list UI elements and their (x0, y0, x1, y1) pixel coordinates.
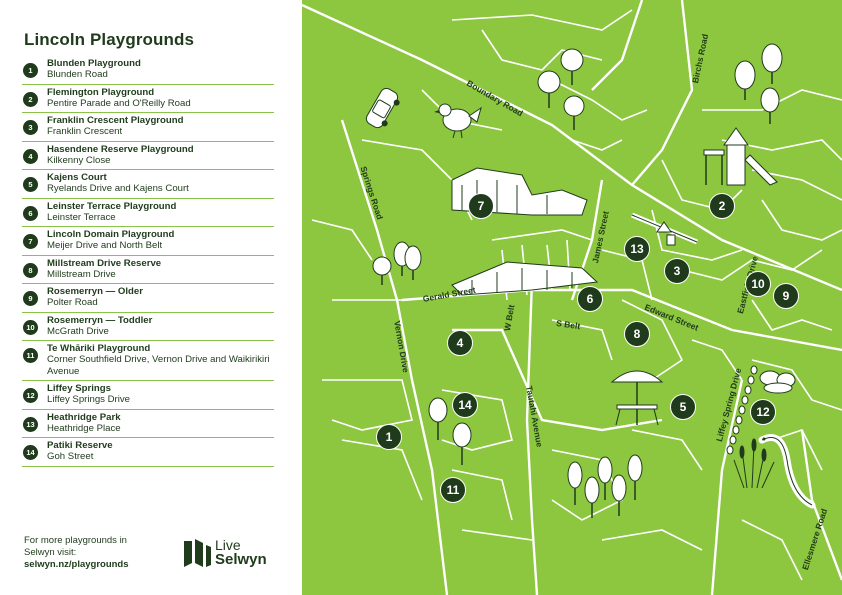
seesaw-icon (631, 212, 698, 246)
playground-name: Flemington Playground (47, 86, 155, 98)
playground-name: Liffey Springs (47, 383, 111, 394)
list-item[interactable]: 11 Te Whāriki Playground Corner Southfie… (22, 341, 274, 381)
playground-name: Rosemerryn — Older (47, 286, 143, 297)
playground-address: Millstream Drive (47, 268, 116, 280)
logo-mark-icon (184, 539, 211, 567)
list-item[interactable]: 8 Millstream Drive Reserve Millstream Dr… (22, 256, 274, 284)
map-marker-2[interactable]: 2 (709, 193, 735, 219)
map-marker-1[interactable]: 1 (376, 424, 402, 450)
list-item[interactable]: 9 Rosemerryn — Older Polter Road (22, 284, 274, 313)
playground-address: Corner Southfield Drive, Vernon Drive an… (47, 354, 270, 377)
list-item[interactable]: 2 Flemington Playground Pentire Parade a… (22, 85, 274, 113)
list-item[interactable]: 10 Rosemerryn — Toddler McGrath Drive (22, 313, 274, 341)
playground-address: Liffey Springs Drive (47, 394, 131, 405)
tree-icon (372, 43, 783, 518)
map-marker-8[interactable]: 8 (624, 321, 650, 347)
logo-text-selwyn: Selwyn (215, 551, 267, 568)
map-marker-14[interactable]: 14 (452, 392, 478, 418)
playground-name: Leinster Terrace Playground (47, 200, 177, 212)
location-pin-icon: 14 (23, 445, 38, 460)
list-item[interactable]: 5 Kajens Court Ryelands Drive and Kajens… (22, 170, 274, 199)
list-item[interactable]: 4 Hasendene Reserve Playground Kilkenny … (22, 142, 274, 170)
map-marker-6[interactable]: 6 (577, 286, 603, 312)
car-icon (365, 87, 400, 129)
location-pin-icon: 8 (23, 262, 38, 278)
playground-address: Meijer Drive and North Belt (47, 240, 163, 251)
location-pin-icon: 9 (23, 291, 38, 306)
playground-name: Millstream Drive Reserve (47, 257, 162, 269)
stepping-stones-icon (726, 365, 758, 455)
slide-icon (703, 127, 778, 186)
picnic-table-icon (610, 370, 664, 426)
location-pin-icon: 4 (23, 148, 38, 164)
playground-address: Polter Road (47, 297, 98, 308)
street-network (302, 0, 842, 595)
playground-list: 1 Blunden Playground Blunden Road 2 Flem… (22, 56, 274, 467)
more-info-line1: For more playgrounds in (24, 535, 127, 546)
playground-name: Patiki Reserve (47, 440, 113, 451)
map-marker-4[interactable]: 4 (447, 330, 473, 356)
more-info-link[interactable]: selwyn.nz/playgrounds (24, 559, 129, 570)
list-item[interactable]: 12 Liffey Springs Liffey Springs Drive (22, 381, 274, 410)
playground-address: Leinster Terrace (47, 211, 116, 223)
list-item[interactable]: 14 Patiki Reserve Goh Street (22, 438, 274, 467)
playground-name: Lincoln Domain Playground (47, 229, 175, 240)
map-marker-12[interactable]: 12 (750, 399, 776, 425)
list-item[interactable]: 13 Heathridge Park Heathridge Place (22, 410, 274, 438)
location-pin-icon: 1 (23, 63, 38, 78)
location-pin-icon: 12 (23, 388, 38, 403)
playground-name: Hasendene Reserve Playground (47, 143, 194, 155)
more-info: For more playgrounds in Selwyn visit: se… (24, 535, 154, 571)
list-item[interactable]: 7 Lincoln Domain Playground Meijer Drive… (22, 227, 274, 256)
playground-address: Franklin Crescent (47, 126, 123, 137)
playground-address: McGrath Drive (47, 325, 109, 337)
legend-panel: Lincoln Playgrounds 1 Blunden Playground… (0, 0, 302, 595)
playground-address: Blunden Road (47, 69, 108, 80)
playground-name: Heathridge Park (47, 411, 121, 423)
location-pin-icon: 7 (23, 234, 38, 249)
list-item[interactable]: 6 Leinster Terrace Playground Leinster T… (22, 199, 274, 227)
playground-address: Heathridge Place (47, 422, 121, 434)
eel-icon (758, 434, 816, 509)
map-marker-3[interactable]: 3 (664, 258, 690, 284)
live-selwyn-logo: Live Selwyn (182, 537, 282, 571)
location-pin-icon: 11 (23, 348, 38, 363)
location-pin-icon: 13 (23, 416, 38, 432)
playground-name: Rosemerryn — Toddler (47, 314, 153, 326)
logo-text-live: Live (215, 537, 241, 553)
more-info-line2: Selwyn visit: (24, 547, 77, 558)
map-marker-9[interactable]: 9 (773, 283, 799, 309)
playground-name: Te Whāriki Playground (47, 343, 151, 354)
location-pin-icon: 3 (23, 120, 38, 135)
playground-name: Franklin Crescent Playground (47, 115, 184, 126)
playground-address: Goh Street (47, 451, 94, 462)
playground-name: Blunden Playground (47, 58, 141, 69)
playground-address: Kilkenny Close (47, 154, 111, 166)
location-pin-icon: 6 (23, 205, 38, 221)
playground-address: Ryelands Drive and Kajens Court (47, 183, 189, 194)
map-marker-13[interactable]: 13 (624, 236, 650, 262)
map-marker-5[interactable]: 5 (670, 394, 696, 420)
playground-map[interactable]: Boundary Road Birchs Road Springs Road J… (302, 0, 842, 595)
playground-address: Pentire Parade and O'Reilly Road (47, 97, 191, 109)
location-pin-icon: 10 (23, 319, 38, 335)
location-pin-icon: 5 (23, 177, 38, 192)
reeds-icon (733, 438, 775, 489)
stones-icon (759, 370, 796, 394)
playground-name: Kajens Court (47, 172, 107, 183)
list-item[interactable]: 3 Franklin Crescent Playground Franklin … (22, 113, 274, 142)
map-marker-10[interactable]: 10 (745, 271, 771, 297)
page-title: Lincoln Playgrounds (24, 30, 195, 49)
bird-icon (434, 103, 482, 139)
list-item[interactable]: 1 Blunden Playground Blunden Road (22, 56, 274, 85)
grandstand-icon (451, 261, 599, 296)
location-pin-icon: 2 (23, 91, 38, 107)
map-marker-11[interactable]: 11 (440, 477, 466, 503)
map-marker-7[interactable]: 7 (468, 193, 494, 219)
